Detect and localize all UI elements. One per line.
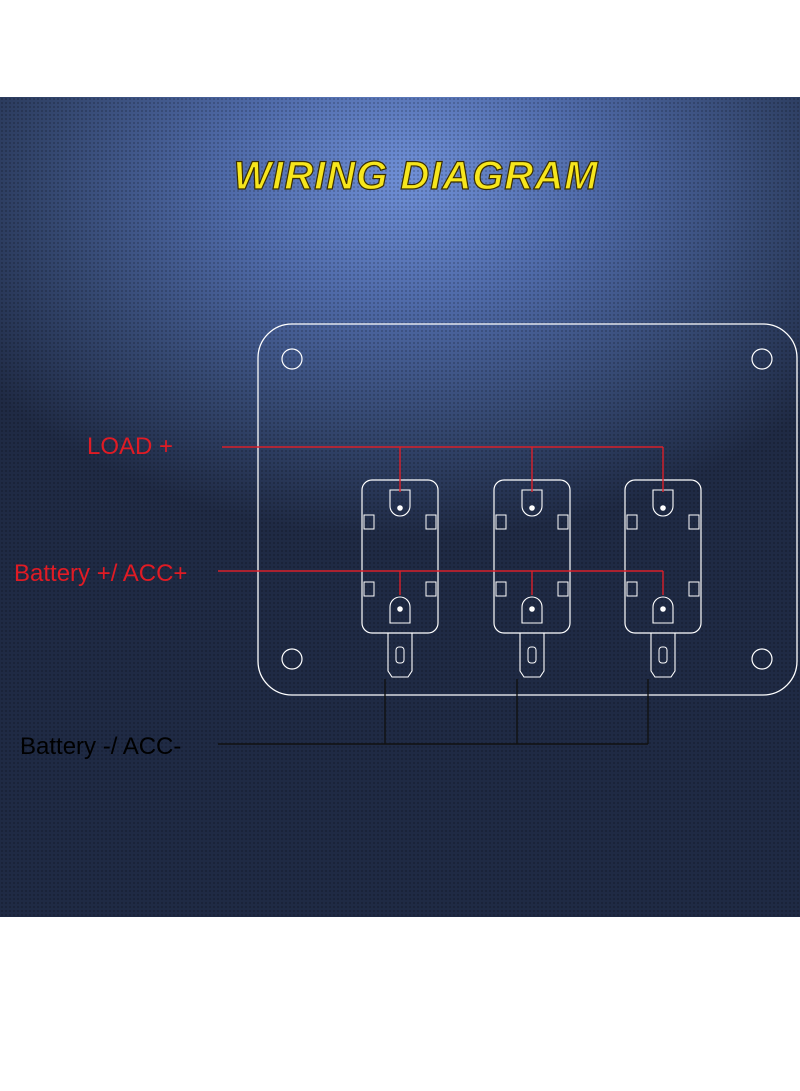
- switch-side-tab: [626, 514, 638, 530]
- diagram-background: WIRING DIAGRAM LOAD + Battery +/ ACC+ Ba…: [0, 97, 800, 917]
- switch-side-tab: [688, 581, 700, 597]
- spade-connector: [387, 633, 413, 678]
- mounting-hole-bottom-right: [751, 648, 773, 670]
- bottom-terminal: [389, 596, 411, 624]
- mounting-hole-top-right: [751, 348, 773, 370]
- top-terminal-hole: [529, 505, 535, 511]
- mounting-hole-top-left: [281, 348, 303, 370]
- diagram-title: WIRING DIAGRAM: [233, 154, 599, 198]
- bottom-terminal: [521, 596, 543, 624]
- switch-panel-outline: [257, 323, 798, 696]
- switch-side-tab: [557, 581, 569, 597]
- switches-group: [361, 479, 702, 678]
- bottom-terminal-hole: [397, 606, 403, 612]
- switch-side-tab: [363, 514, 375, 530]
- switch-2: [493, 479, 571, 678]
- switch-side-tab: [425, 514, 437, 530]
- switch-side-tab: [495, 514, 507, 530]
- switch-side-tab: [363, 581, 375, 597]
- wires-group: [218, 446, 664, 745]
- bottom-terminal-hole: [660, 606, 666, 612]
- spade-slot: [395, 646, 405, 664]
- top-terminal-hole: [397, 505, 403, 511]
- mounting-hole-bottom-left: [281, 648, 303, 670]
- wiring-diagram: WIRING DIAGRAM LOAD + Battery +/ ACC+ Ba…: [14, 153, 798, 760]
- top-terminal: [389, 489, 411, 517]
- top-terminal: [652, 489, 674, 517]
- spade-connector: [650, 633, 676, 678]
- spade-connector: [519, 633, 545, 678]
- spade-slot: [527, 646, 537, 664]
- switch-side-tab: [557, 514, 569, 530]
- switch-side-tab: [495, 581, 507, 597]
- bottom-terminal-hole: [529, 606, 535, 612]
- top-terminal-hole: [660, 505, 666, 511]
- load-plus-label: LOAD +: [87, 433, 173, 460]
- switch-side-tab: [626, 581, 638, 597]
- switch-side-tab: [425, 581, 437, 597]
- battery-minus-label: Battery -/ ACC-: [20, 733, 181, 760]
- top-terminal: [521, 489, 543, 517]
- battery-plus-label: Battery +/ ACC+: [14, 560, 187, 587]
- spade-slot: [658, 646, 668, 664]
- bottom-terminal: [652, 596, 674, 624]
- switch-side-tab: [688, 514, 700, 530]
